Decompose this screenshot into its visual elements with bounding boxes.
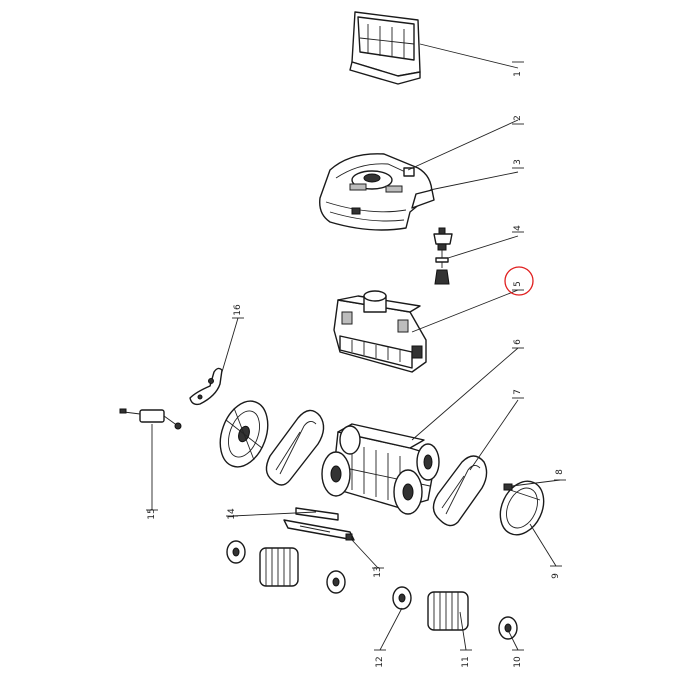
callout-8: 8 <box>554 469 566 481</box>
part-1-filter-basket <box>349 11 421 85</box>
callout-5: 5 <box>504 266 534 296</box>
svg-text:1: 1 <box>513 71 523 77</box>
part-14-bar <box>295 507 339 521</box>
callout-2: 2 <box>512 115 524 125</box>
part-8-tab <box>503 483 513 491</box>
svg-text:3: 3 <box>513 159 523 165</box>
part-11-brush-roller <box>427 591 469 631</box>
callout-14: 14 <box>226 508 238 520</box>
part-9-side-cover <box>499 480 545 536</box>
svg-text:15: 15 <box>147 508 157 519</box>
part-15-cable <box>119 408 182 430</box>
callout-12: 12 <box>374 649 386 668</box>
callout-10: 10 <box>512 649 524 668</box>
callout-16: 16 <box>232 304 244 319</box>
svg-text:4: 4 <box>513 225 523 231</box>
part-7-track-left <box>265 409 325 486</box>
part-6-side-plate-left <box>219 400 269 468</box>
part-6-chassis <box>321 423 440 515</box>
svg-text:10: 10 <box>513 656 523 668</box>
part-13-rail <box>283 519 355 541</box>
callout-6: 6 <box>512 339 524 349</box>
svg-text:11: 11 <box>461 656 471 667</box>
part-4-valve <box>433 227 453 285</box>
callout-15: 15 <box>146 508 158 520</box>
svg-text:2: 2 <box>513 115 523 121</box>
brush-roller-left <box>259 547 299 587</box>
callout-7: 7 <box>512 389 524 399</box>
part-10-cap-mid <box>326 570 346 594</box>
part-12-cap <box>392 586 412 610</box>
svg-text:16: 16 <box>233 304 243 316</box>
svg-text:13: 13 <box>373 566 383 577</box>
part-10-cap <box>498 616 518 640</box>
part-3-top-cover <box>319 153 435 231</box>
svg-text:12: 12 <box>375 656 385 667</box>
part-12-cap-left <box>226 540 246 564</box>
part-2-handle-knob <box>403 167 415 177</box>
svg-text:5: 5 <box>513 281 523 287</box>
callout-13: 13 <box>372 566 384 578</box>
leader-lines <box>151 43 561 651</box>
callout-4: 4 <box>512 225 524 233</box>
part-7-track-right <box>432 455 488 527</box>
part-16-bracket <box>189 367 223 406</box>
svg-text:7: 7 <box>513 389 523 395</box>
svg-text:14: 14 <box>227 508 237 520</box>
part-5-motor-unit <box>333 290 427 373</box>
svg-text:6: 6 <box>513 339 523 345</box>
svg-text:9: 9 <box>551 573 561 579</box>
svg-text:8: 8 <box>555 469 565 475</box>
callout-5-highlight <box>504 266 534 296</box>
callout-3: 3 <box>512 159 524 169</box>
callout-11: 11 <box>460 649 472 668</box>
callout-9: 9 <box>550 565 562 579</box>
callout-1: 1 <box>512 61 524 77</box>
